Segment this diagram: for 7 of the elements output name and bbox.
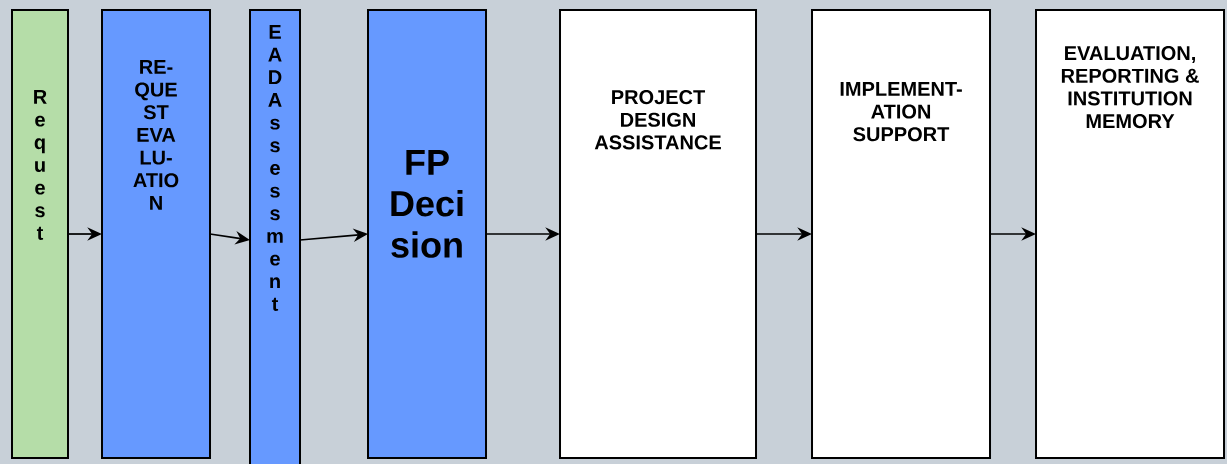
process-box: RE- QUE ST EVA LU- ATIO N: [101, 9, 211, 459]
process-box: EVALUATION, REPORTING & INSTITUTION MEMORY: [1035, 9, 1225, 459]
process-box: R e q u e s t: [11, 9, 69, 459]
process-box: E A D A s s e s s m e n t: [249, 9, 301, 464]
process-box: FP Deci sion: [367, 9, 487, 459]
process-box: PROJECT DESIGN ASSISTANCE: [559, 9, 757, 459]
process-box: IMPLEMENT- ATION SUPPORT: [811, 9, 991, 459]
